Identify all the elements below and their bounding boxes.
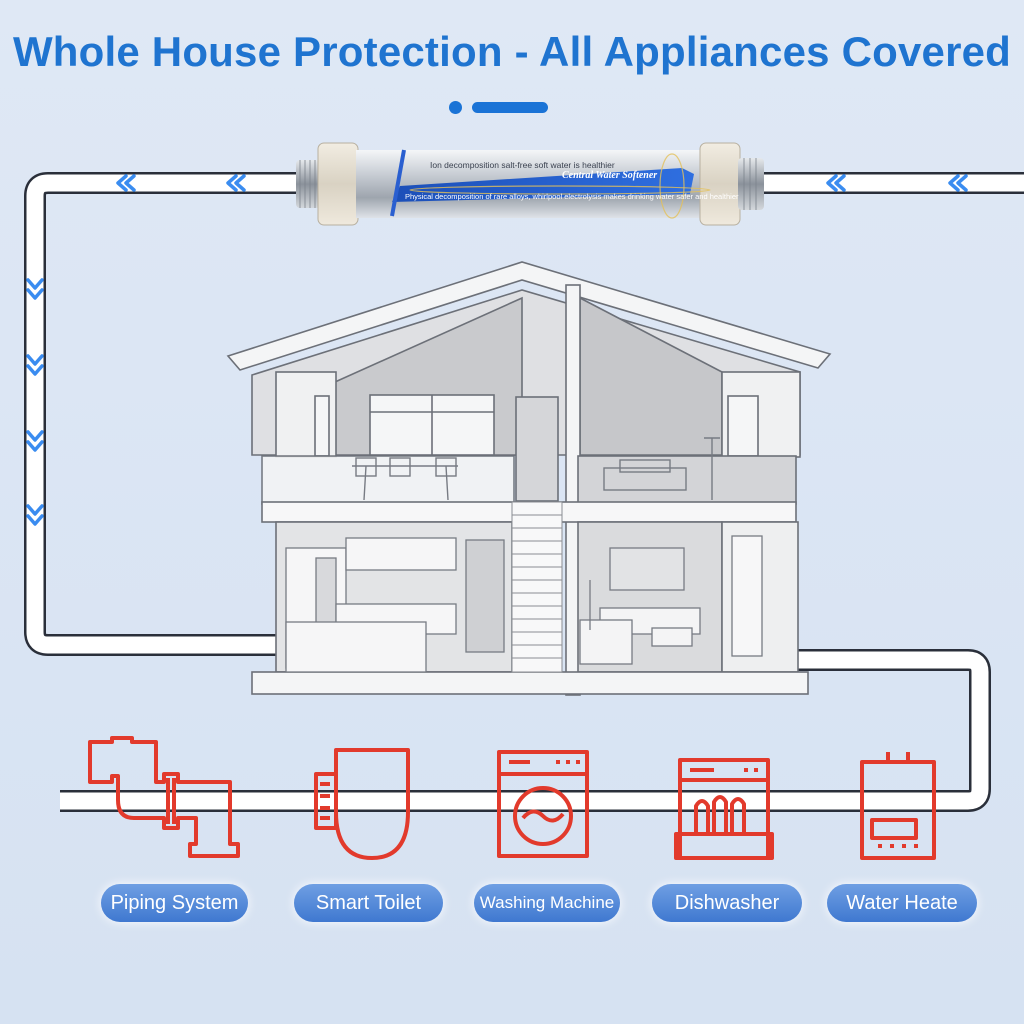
arrow-down-icon (26, 504, 44, 526)
appliance-icons (88, 736, 936, 860)
decor-dot (449, 101, 462, 114)
page-title: Whole House Protection - All Appliances … (12, 28, 1012, 75)
arrow-down-icon (26, 354, 44, 376)
water-pipe (24, 172, 1024, 812)
arrow-left-icon (116, 174, 136, 192)
label-washing-machine: Washing Machine (474, 884, 620, 922)
arrow-left-icon (226, 174, 246, 192)
decor-dash (472, 102, 548, 113)
toilet-icon (314, 748, 410, 860)
piping-icon (88, 736, 240, 858)
house-illustration (226, 261, 832, 696)
label-smart-toilet: Smart Toilet (294, 884, 443, 922)
device-line2: Physical decomposition of rare alloys, w… (405, 192, 739, 201)
water-softener-device: Ion decomposition salt-free soft water i… (296, 142, 764, 226)
device-line1: Ion decomposition salt-free soft water i… (430, 160, 615, 170)
label-water-heater: Water Heate (827, 884, 977, 922)
device-brand: Central Water Softener (562, 170, 657, 181)
washing-machine-icon (497, 750, 589, 858)
arrow-down-icon (26, 430, 44, 452)
flow-arrows (26, 174, 968, 526)
dishwasher-icon (674, 758, 774, 860)
label-piping-system: Piping System (101, 884, 248, 922)
label-dishwasher: Dishwasher (652, 884, 802, 922)
arrow-down-icon (26, 278, 44, 300)
arrow-left-icon (948, 174, 968, 192)
arrow-left-icon (826, 174, 846, 192)
water-heater-icon (860, 752, 936, 860)
